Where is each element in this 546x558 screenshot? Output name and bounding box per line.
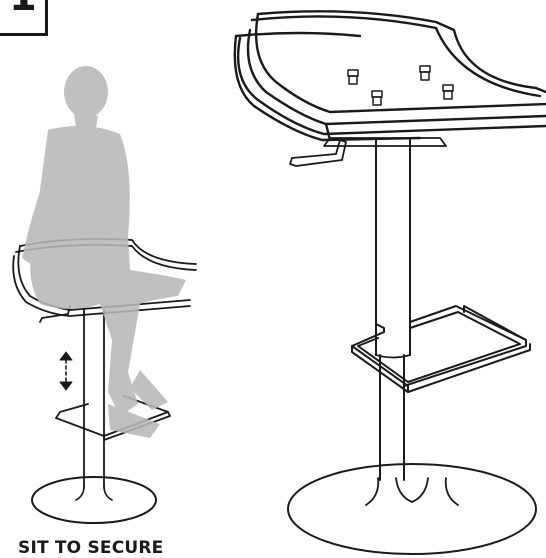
round-base-large <box>287 463 537 555</box>
height-adjust-arrow-icon <box>59 351 73 391</box>
bar-stool-large <box>233 10 546 555</box>
step-caption: SIT TO SECURE <box>18 538 164 558</box>
step-number-box: 1 <box>0 0 48 36</box>
seated-person-silhouette <box>22 66 187 438</box>
gas-lift-lever-large <box>289 139 347 167</box>
footrest-ring-large <box>351 305 531 393</box>
base-collar-large <box>365 477 459 506</box>
seat-screw-icon <box>347 65 454 106</box>
seat-shell-large <box>233 10 546 142</box>
step-number: 1 <box>9 0 37 17</box>
round-base-small <box>31 476 157 524</box>
